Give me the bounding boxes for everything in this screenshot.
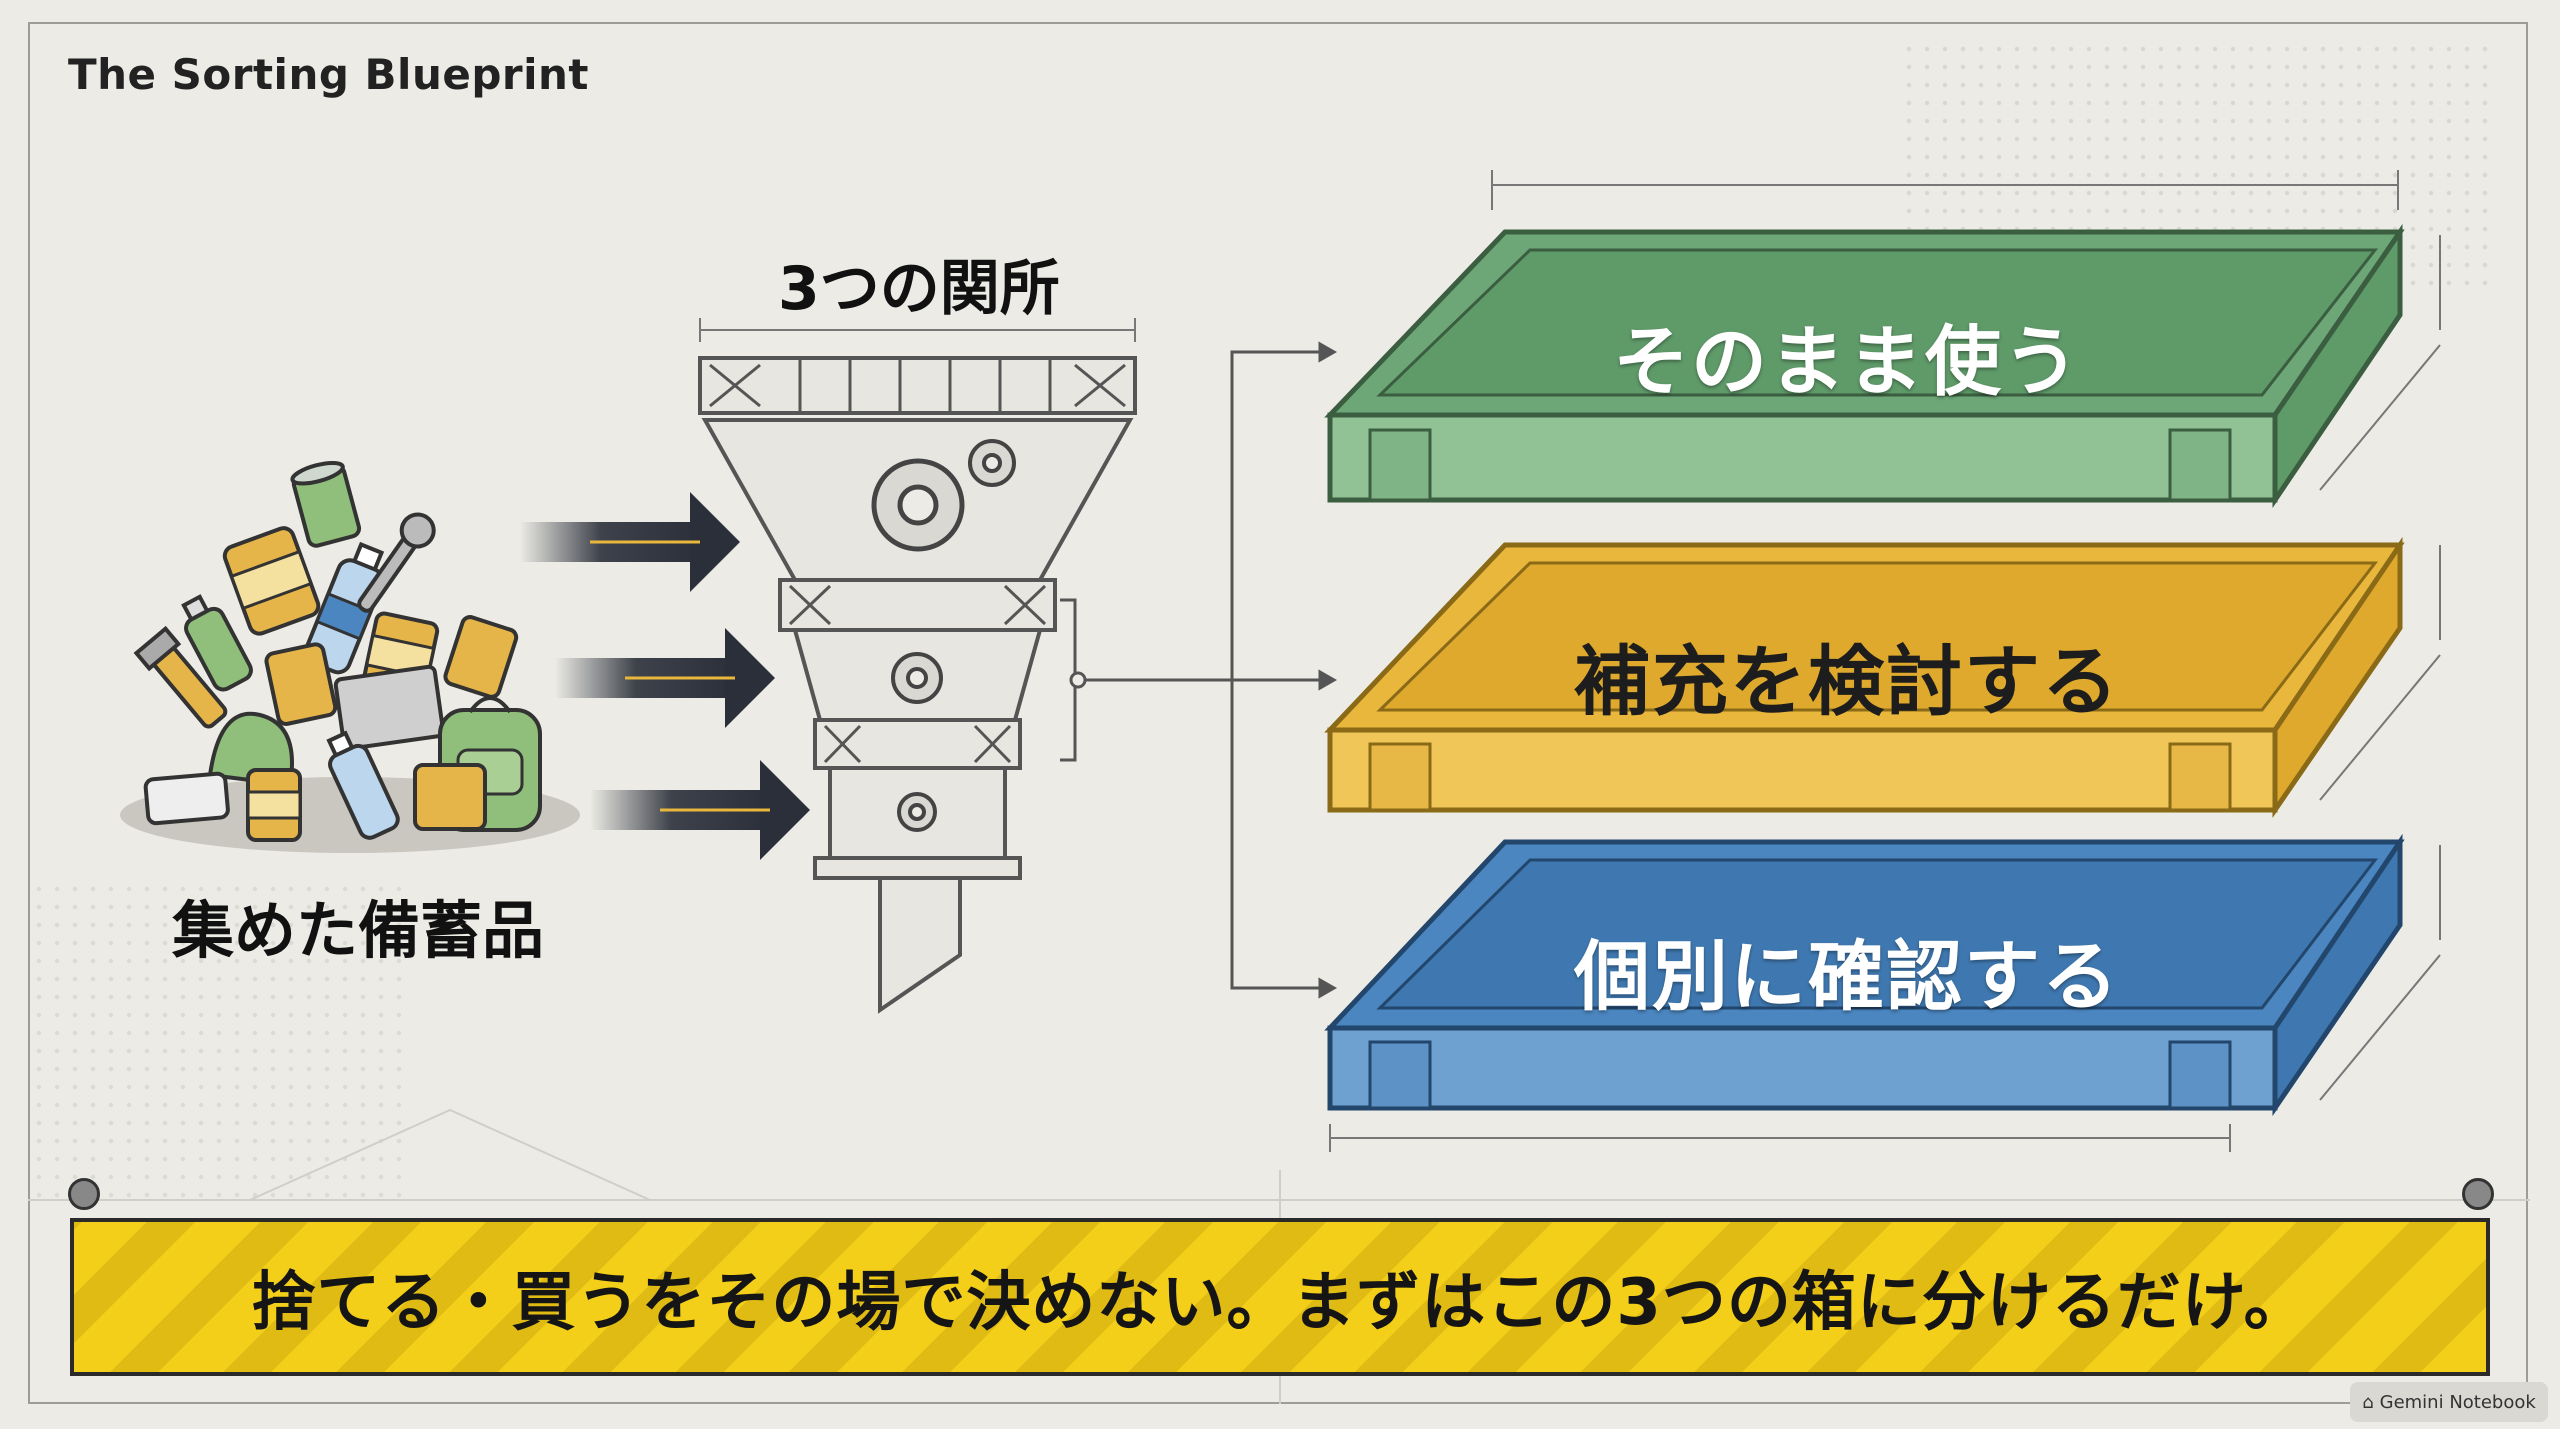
bottle-icon bbox=[181, 594, 253, 692]
gear-icon bbox=[968, 439, 1016, 487]
can-icon bbox=[222, 526, 321, 636]
gates-title: 3つの関所 bbox=[778, 254, 1060, 324]
can-icon bbox=[246, 768, 302, 842]
stockpile-items bbox=[120, 460, 580, 853]
banner-text: 捨てる・買うをその場で決めない。まずはこの3つの箱に分けるだけ。 bbox=[251, 1266, 2309, 1340]
can-icon bbox=[143, 771, 230, 826]
pin-icon bbox=[68, 1178, 100, 1210]
items-caption: 集めた備蓄品 bbox=[172, 894, 545, 967]
arrow-icon bbox=[555, 628, 775, 728]
gear-icon bbox=[871, 458, 965, 552]
tray-green bbox=[1324, 223, 2405, 509]
watermark-text: Gemini Notebook bbox=[2379, 1391, 2536, 1413]
blueprint-frame bbox=[28, 22, 2528, 1404]
input-arrows bbox=[520, 492, 810, 860]
flashlight-icon bbox=[133, 625, 228, 729]
wallet-icon bbox=[413, 763, 487, 831]
notebook-icon: ⌂ bbox=[2362, 1391, 2374, 1413]
message-banner: 捨てる・買うをその場で決めない。まずはこの3つの箱に分けるだけ。 bbox=[70, 1218, 2490, 1376]
gear-icon bbox=[891, 652, 943, 704]
dot-pattern-left bbox=[30, 880, 410, 1200]
towel-icon bbox=[333, 664, 445, 751]
tray-blue bbox=[1324, 833, 2405, 1117]
tray-label-use-as-is: そのまま使う bbox=[1613, 317, 2081, 406]
tray-label-check-individually: 個別に確認する bbox=[1574, 932, 2120, 1021]
tray-yellow bbox=[1324, 536, 2405, 819]
can-icon bbox=[290, 460, 362, 548]
can-icon bbox=[443, 615, 519, 699]
pin-icon bbox=[2462, 1178, 2494, 1210]
bottle-icon bbox=[326, 730, 400, 840]
page-title: The Sorting Blueprint bbox=[68, 50, 589, 99]
tray-label-consider-restock: 補充を検討する bbox=[1574, 637, 2120, 726]
gear-icon bbox=[897, 792, 937, 832]
arrow-icon bbox=[520, 492, 740, 592]
watermark: ⌂ Gemini Notebook bbox=[2350, 1382, 2548, 1422]
wrench-icon bbox=[357, 512, 436, 613]
bag-icon bbox=[207, 711, 294, 788]
bottle-icon bbox=[303, 541, 385, 675]
arrow-icon bbox=[590, 760, 810, 860]
can-icon bbox=[264, 642, 338, 726]
connector-lines bbox=[1060, 341, 1338, 999]
